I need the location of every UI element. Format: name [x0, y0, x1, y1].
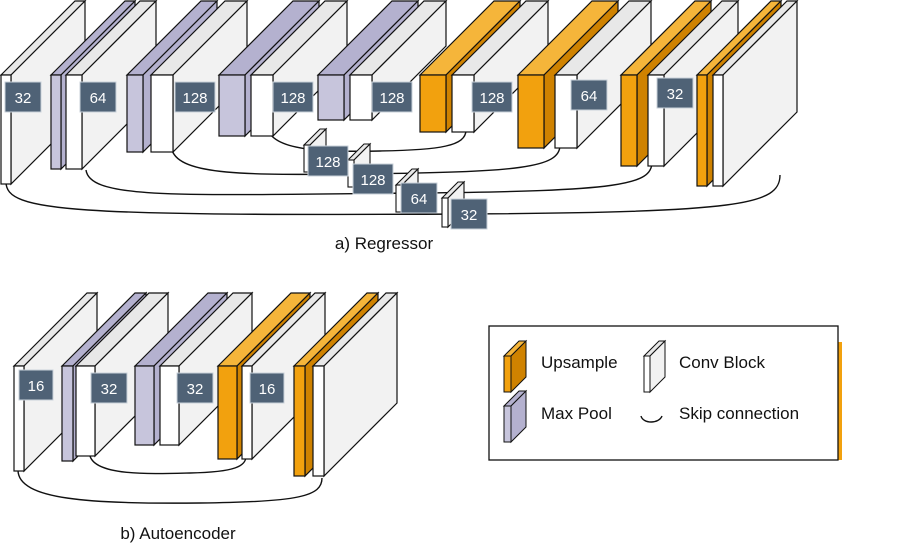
autoencoder-network: 16 32 32 16 b) Autoencoder	[12, 291, 399, 543]
svg-text:32: 32	[101, 381, 118, 398]
svg-text:128: 128	[315, 154, 340, 171]
svg-text:16: 16	[259, 381, 276, 398]
skip-connection	[5, 174, 781, 216]
regressor-network: 32 64 128 128 128 128 64 32 128 128 64 3…	[0, 0, 799, 253]
legend-skip-connection-label: Skip connection	[679, 404, 799, 423]
conv-block	[711, 0, 799, 188]
channel-badge: 32	[450, 198, 488, 230]
svg-text:32: 32	[15, 90, 32, 107]
svg-text:32: 32	[461, 207, 478, 224]
legend-upsample-icon	[502, 339, 528, 394]
skip-connection	[89, 455, 247, 475]
svg-text:32: 32	[667, 86, 684, 103]
conv-block	[240, 291, 327, 461]
svg-text:128: 128	[479, 90, 504, 107]
channel-badge: 32	[4, 81, 42, 113]
autoencoder-caption: b) Autoencoder	[120, 524, 236, 543]
skip-connection	[267, 129, 467, 153]
channel-badge: 16	[18, 369, 54, 401]
conv-block	[158, 291, 254, 447]
legend-max-pool-icon	[502, 389, 528, 444]
svg-text:32: 32	[187, 381, 204, 398]
conv-block	[0, 0, 87, 186]
legend-conv-block-icon	[642, 339, 667, 394]
upsample-block-edge	[838, 342, 842, 460]
svg-text:128: 128	[379, 90, 404, 107]
channel-badge: 64	[570, 79, 608, 111]
legend-skip-connection-icon	[640, 415, 663, 423]
channel-badge: 32	[90, 372, 128, 404]
channel-badge: 64	[79, 81, 117, 113]
channel-badge: 128	[272, 81, 314, 113]
legend-max-pool-label: Max Pool	[541, 404, 612, 423]
svg-text:64: 64	[90, 90, 107, 107]
channel-badge: 64	[400, 182, 438, 214]
channel-badge: 128	[174, 81, 216, 113]
conv-block	[149, 0, 249, 154]
channel-badge: 128	[471, 81, 513, 113]
conv-block	[311, 291, 399, 478]
svg-text:128: 128	[182, 90, 207, 107]
svg-text:128: 128	[280, 90, 305, 107]
channel-badge: 128	[371, 81, 413, 113]
conv-block	[64, 0, 158, 171]
legend: Upsample Conv Block Max Pool Skip connec…	[488, 325, 842, 461]
svg-text:128: 128	[360, 172, 385, 189]
svg-text:64: 64	[411, 191, 428, 208]
channel-badge: 32	[176, 372, 214, 404]
legend-upsample-label: Upsample	[541, 353, 618, 372]
svg-text:16: 16	[28, 378, 45, 395]
channel-badge: 128	[352, 163, 394, 195]
skip-connection	[17, 469, 323, 504]
svg-text:64: 64	[581, 88, 598, 105]
layer-blocks	[0, 0, 799, 229]
layer-blocks	[12, 291, 399, 478]
channel-badge: 16	[249, 372, 285, 404]
channel-badge: 128	[307, 145, 349, 177]
regressor-caption: a) Regressor	[335, 234, 434, 253]
channel-badge: 32	[656, 77, 694, 109]
legend-conv-block-label: Conv Block	[679, 353, 765, 372]
